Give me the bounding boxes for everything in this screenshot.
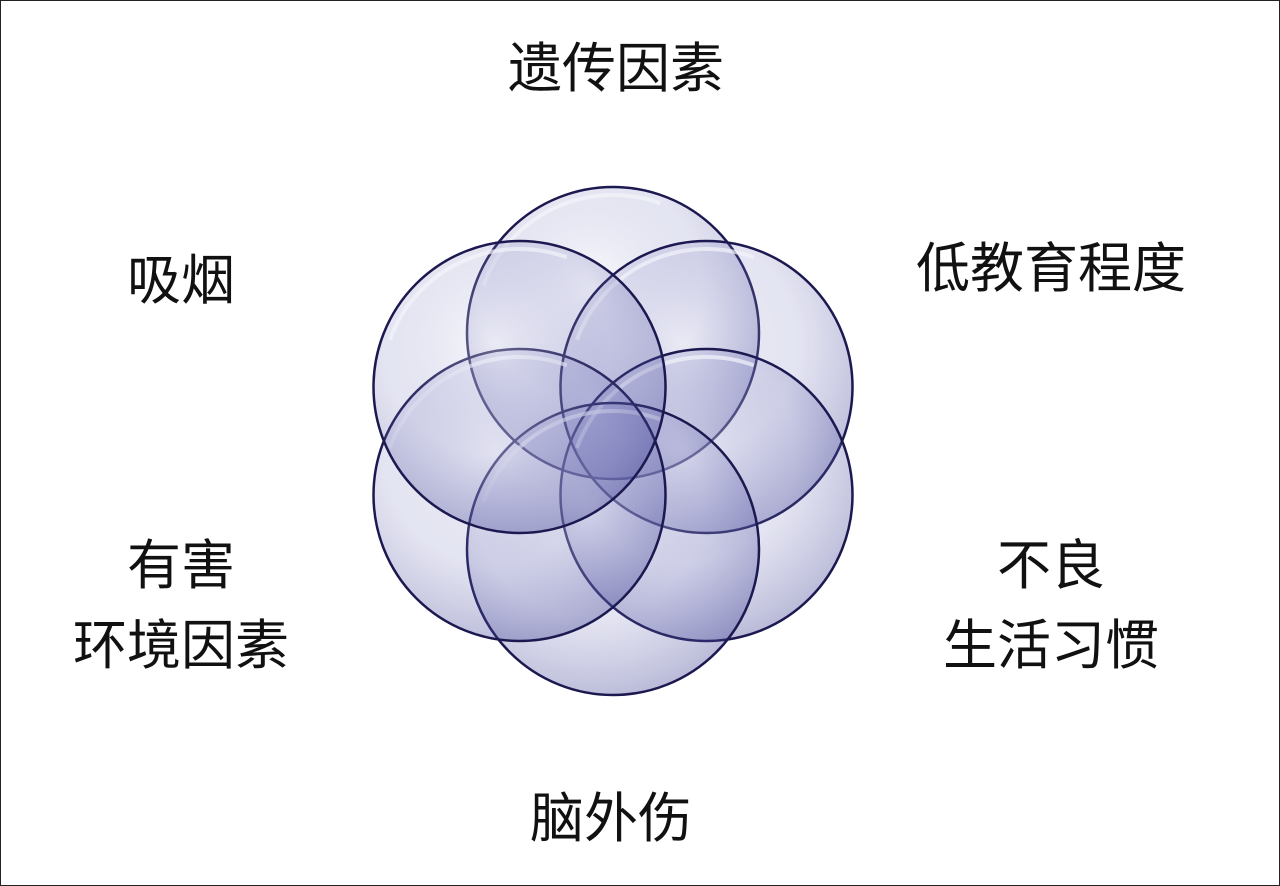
factor-environment-line-2: 环境因素 (73, 614, 289, 677)
factor-smoking-line-1: 吸烟 (127, 249, 235, 312)
factor-genetic: 遗传因素 (451, 29, 781, 109)
factor-environment: 有害 环境因素 (41, 526, 321, 686)
factor-genetic-line-1: 遗传因素 (508, 37, 724, 100)
circle-group (372, 185, 854, 697)
factor-bad-habits-line-1: 不良 (997, 534, 1105, 597)
factor-smoking: 吸烟 (81, 241, 281, 321)
factor-brain-injury-line-1: 脑外伤 (530, 787, 692, 850)
factor-brain-injury: 脑外伤 (481, 779, 741, 859)
factor-low-education: 低教育程度 (891, 229, 1211, 309)
factor-bad-habits-line-2: 生活习惯 (943, 614, 1159, 677)
factor-low-education-line-1: 低教育程度 (916, 237, 1186, 300)
circle-smoking (372, 239, 667, 535)
factor-bad-habits: 不良 生活习惯 (911, 526, 1191, 686)
circle-highlight-smoking (387, 246, 568, 341)
factor-environment-line-1: 有害 (127, 534, 235, 597)
